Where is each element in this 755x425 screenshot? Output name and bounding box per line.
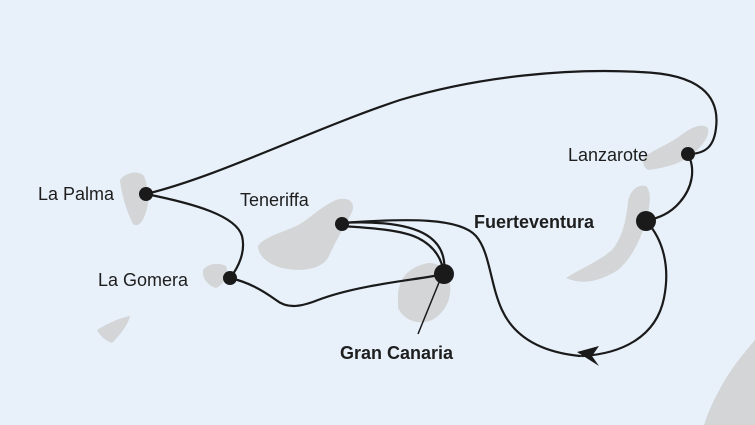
- route-segment: [644, 152, 694, 223]
- island-lanzarote: [643, 125, 709, 170]
- island-fuerteventura: [566, 185, 650, 282]
- label-lanzarote: Lanzarote: [568, 145, 648, 165]
- port-marker-teneriffa: [335, 217, 349, 231]
- gran-canaria-leader-line: [417, 279, 441, 335]
- route-segment: [340, 219, 582, 358]
- island-el-hierro: [97, 316, 130, 343]
- port-markers: [139, 147, 695, 285]
- island-la-palma: [120, 172, 149, 226]
- island-tenerife: [258, 198, 354, 270]
- port-marker-la-palma: [139, 187, 153, 201]
- route-segment: [228, 272, 446, 308]
- cruise-route: [144, 69, 718, 366]
- route-segment: [580, 219, 668, 358]
- route-segment: [144, 192, 245, 280]
- label-fuerteventura: Fuerteventura: [474, 212, 595, 232]
- mainland-coast: [704, 340, 755, 425]
- island-la-gomera: [202, 263, 227, 288]
- label-la-gomera: La Gomera: [98, 270, 189, 290]
- port-marker-gran-canaria: [434, 264, 454, 284]
- port-labels: La Palma La Gomera Teneriffa Gran Canari…: [38, 145, 648, 363]
- port-marker-lanzarote: [681, 147, 695, 161]
- label-la-palma: La Palma: [38, 184, 115, 204]
- route-direction-arrow: [577, 346, 599, 366]
- route-segment: [144, 69, 718, 196]
- port-marker-la-gomera: [223, 271, 237, 285]
- route-segment: [340, 224, 446, 276]
- label-teneriffa: Teneriffa: [240, 190, 310, 210]
- label-gran-canaria: Gran Canaria: [340, 343, 454, 363]
- islands: [97, 125, 755, 425]
- port-marker-fuerteventura: [636, 211, 656, 231]
